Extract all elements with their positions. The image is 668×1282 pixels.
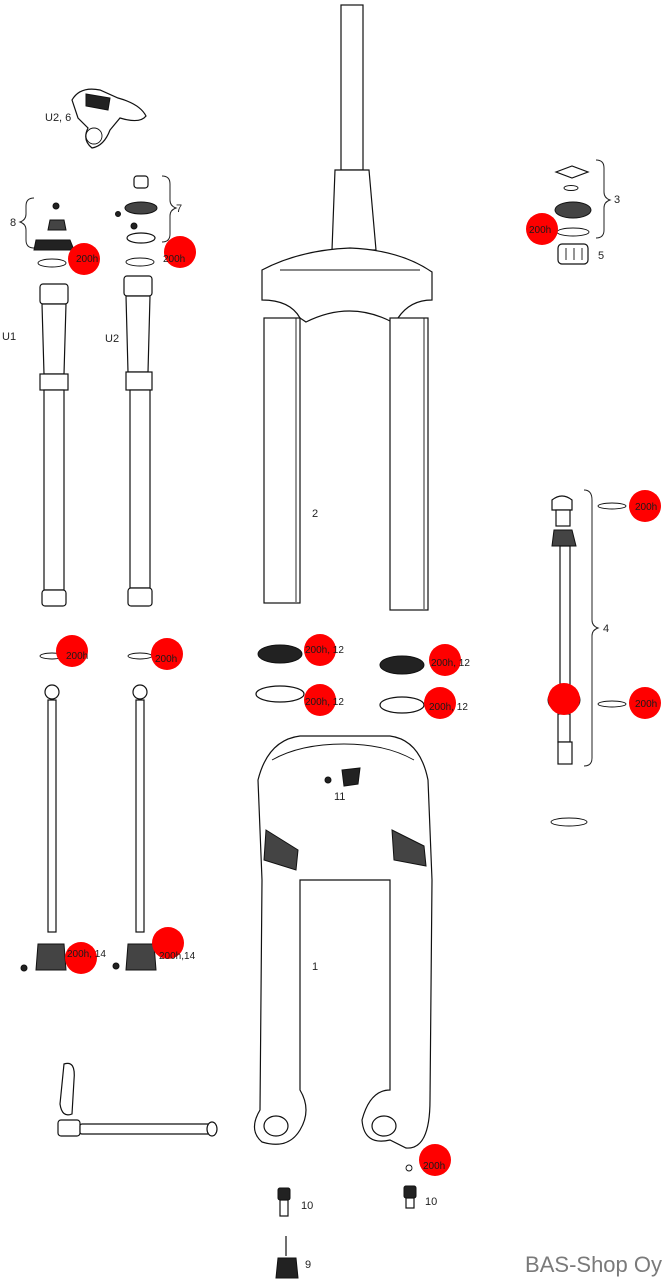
callout-5: 5 [598,250,604,262]
remote-lever [71,88,147,149]
air-spring-top-seal [597,502,627,510]
damper-cartridge-u2 [123,275,153,607]
callout-10-left: 10 [301,1200,313,1212]
service-marker [304,684,336,716]
service-label: 200h, 12 [305,697,344,708]
service-marker [151,638,183,670]
service-marker [419,1144,451,1176]
thru-axle [57,1062,218,1137]
callout-8: 8 [10,217,16,229]
callout-3: 3 [614,194,620,206]
callout-10-right: 10 [425,1196,437,1208]
service-label: 200h [163,254,185,265]
service-marker [548,683,580,715]
service-marker [164,236,196,268]
damper-cap-group-7 [115,175,158,267]
crown-steerer-uppers [261,4,433,611]
callout-11: 11 [334,791,345,803]
service-label: 200h,14 [159,951,196,962]
callout-4: 4 [603,623,609,635]
service-interval-markers: 200h 200h 200h 200h 200h 200h 200h 200h,… [56,213,661,1176]
service-label: 200h, 12 [429,702,468,713]
damper-shafts [20,684,157,972]
service-marker [429,644,461,676]
top-cap-assembly [554,165,592,265]
service-marker [68,243,100,275]
service-marker [424,687,456,719]
service-label: 200h [155,654,177,665]
service-label: 200h [76,254,98,265]
lower-legs [253,735,433,1149]
damper-cap-group-8 [33,202,75,268]
callout-9: 9 [305,1259,311,1271]
service-label: 200h, 14 [67,949,106,960]
service-marker [304,634,336,666]
callout-u2-6: U2, 6 [45,112,71,124]
callout-1: 1 [312,961,318,973]
service-label: 200h [66,651,88,662]
service-marker [629,687,661,719]
air-spring-assembly [547,495,588,827]
service-label: 200h [423,1161,445,1172]
callout-2: 2 [312,508,318,520]
bottom-bolts [275,1164,417,1279]
service-label: 200h, 12 [431,658,470,669]
service-marker [526,213,558,245]
air-spring-seal [597,700,627,708]
callout-7: 7 [176,203,182,215]
seal-left-u2 [127,652,153,660]
service-marker [629,490,661,522]
service-marker [152,927,184,959]
service-label: 200h [635,502,657,513]
service-label: 200h [529,225,551,236]
service-label: 200h [635,699,657,710]
service-marker [65,942,97,974]
callout-u1: U1 [2,331,16,343]
service-marker [56,635,88,667]
watermark: BAS-Shop Oy [525,1252,662,1277]
service-label: 200h, 12 [305,645,344,656]
damper-cartridge-u1 [39,283,69,607]
dust-wipers [255,644,425,714]
callout-u2: U2 [105,333,119,345]
